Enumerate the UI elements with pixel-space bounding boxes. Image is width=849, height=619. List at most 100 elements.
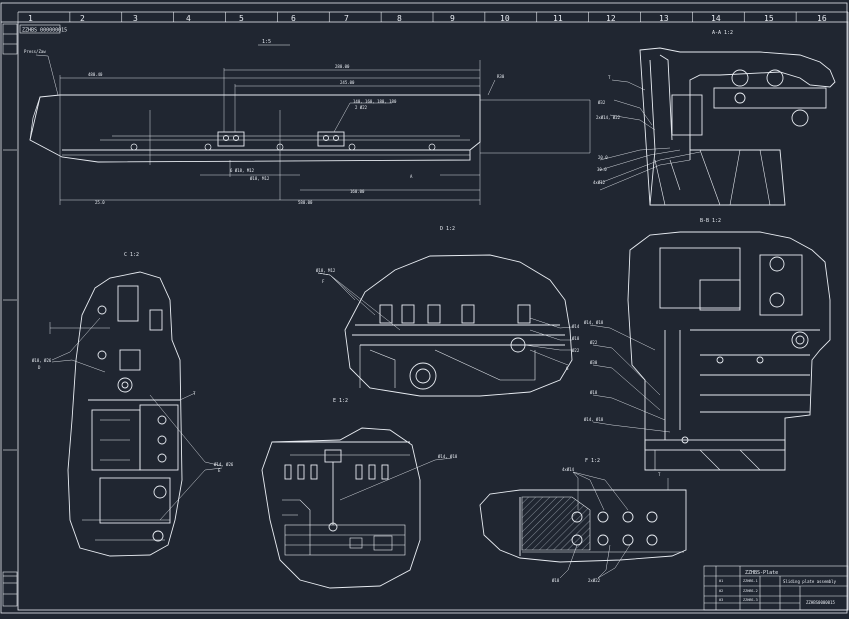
main-view-label: 1:5 (262, 39, 271, 45)
section-right-view: B-B 1:2 (589, 218, 831, 471)
col-7: 7 (344, 14, 349, 23)
section-right-label: B-B 1:2 (700, 218, 721, 224)
col-11: 11 (553, 14, 563, 23)
svg-text:140, 160, 180, 180: 140, 160, 180, 180 (353, 99, 397, 104)
title-block-drawing-no: ZZHBS0000015 (806, 600, 835, 605)
svg-text:D: D (38, 365, 41, 370)
shaft-section (713, 87, 827, 109)
detail-bottom-center-view: E 1:2 (261, 398, 453, 589)
col-6: 6 (291, 14, 296, 23)
col-4: 4 (186, 14, 191, 23)
svg-text:6 Ø18, M12: 6 Ø18, M12 (230, 168, 255, 173)
svg-text:Ø22: Ø22 (572, 348, 580, 353)
title-block (703, 565, 849, 611)
left-margin-blocks (2, 23, 18, 607)
svg-text:A: A (410, 174, 413, 179)
svg-text:T: T (193, 391, 196, 396)
svg-text:Press/Zaw: Press/Zaw (24, 49, 46, 54)
title-block-subtitle: Sliding plate assembly (783, 579, 837, 584)
section-right-text: Ø14, Ø18 Ø22 Ø30 Ø18 Ø14, Ø18 (584, 320, 604, 422)
svg-text:20.0: 20.0 (598, 155, 608, 160)
detail-left-label: C 1:2 (124, 252, 139, 258)
svg-text:Ø14: Ø14 (572, 324, 580, 329)
svg-text:R30: R30 (497, 74, 505, 79)
svg-text:ZZHBS-3: ZZHBS-3 (743, 598, 758, 602)
svg-text:30.0: 30.0 (597, 167, 607, 172)
detail-bottom-right-label: F 1:2 (585, 458, 600, 464)
main-elevation-view: 1:5 (29, 39, 591, 205)
svg-text:Ø14, Ø18: Ø14, Ø18 (438, 454, 458, 459)
svg-text:4xØ14: 4xØ14 (562, 467, 575, 472)
col-12: 12 (606, 14, 616, 23)
svg-text:03: 03 (719, 598, 723, 602)
title-block-title: ZZHBS-Plate (745, 570, 778, 576)
fixing-lug (217, 131, 245, 147)
detail-bottom-right-text: 4xØ14 T Ø18 2xØ22 (552, 467, 661, 583)
detail-bottom-right-view: F 1:2 (479, 458, 687, 579)
svg-text:Ø18: Ø18 (590, 390, 598, 395)
svg-text:E: E (218, 468, 221, 473)
svg-text:F: F (322, 279, 325, 284)
svg-text:Ø18: Ø18 (572, 336, 580, 341)
svg-text:Ø18, M12: Ø18, M12 (316, 268, 336, 273)
col-14: 14 (711, 14, 721, 23)
col-15: 15 (764, 14, 774, 23)
stamp-text: ZZHBS 000000015 (22, 28, 67, 34)
svg-text:Ø18, Ø26: Ø18, Ø26 (32, 358, 52, 363)
col-13: 13 (659, 14, 669, 23)
svg-text:280.00: 280.00 (335, 64, 350, 69)
svg-text:Ø18, M12: Ø18, M12 (250, 176, 270, 181)
detail-center-label: D 1:2 (440, 226, 455, 232)
svg-text:2xØ14, Ø22: 2xØ14, Ø22 (596, 115, 621, 120)
svg-text:02: 02 (719, 589, 723, 593)
detail-center-view: D 1:2 (317, 226, 573, 397)
title-block-text: ZZHBS-Plate Sliding plate assembly ZZHBS… (719, 570, 837, 605)
svg-text:160.00: 160.00 (350, 189, 365, 194)
top-left-stamp: ZZHBS 000000015 (19, 24, 67, 34)
col-16: 16 (817, 14, 827, 23)
svg-text:G: G (566, 366, 569, 371)
svg-text:580.00: 580.00 (298, 200, 313, 205)
detail-center-text: Ø18, M12 F Ø14 Ø18 Ø22 G (316, 268, 580, 371)
detail-bottom-center-text: Ø14, Ø18 (438, 454, 458, 459)
svg-text:T: T (608, 75, 611, 80)
column-labels: 1 2 3 4 5 6 7 8 9 10 11 12 13 14 15 16 (28, 14, 827, 23)
col-10: 10 (500, 14, 510, 23)
main-dimension-text: 480.40 280.00 245.00 140, 160, 180, 180 … (24, 49, 505, 205)
side-section-view: A-A 1:2 (599, 30, 836, 206)
svg-text:ZZHBS-2: ZZHBS-2 (743, 589, 758, 593)
col-2: 2 (80, 14, 85, 23)
svg-text:2 Ø22: 2 Ø22 (355, 105, 368, 110)
column-ticks (17, 12, 849, 22)
svg-text:Ø14, Ø18: Ø14, Ø18 (584, 417, 604, 422)
svg-text:4xØ12: 4xØ12 (593, 180, 606, 185)
col-3: 3 (133, 14, 138, 23)
svg-text:T: T (658, 472, 661, 477)
col-1: 1 (28, 14, 33, 23)
svg-text:Ø14, Ø26: Ø14, Ø26 (214, 462, 234, 467)
detail-bottom-center-label: E 1:2 (333, 398, 348, 404)
svg-text:245.00: 245.00 (340, 80, 355, 85)
side-section-text: T Ø32 2xØ14, Ø22 20.0 30.0 4xØ12 (593, 75, 621, 185)
col-9: 9 (450, 14, 455, 23)
side-section-label: A-A 1:2 (712, 30, 733, 36)
svg-text:Ø30: Ø30 (590, 360, 598, 365)
inner-border (17, 21, 849, 611)
detail-left-text: Ø18, Ø26 D Ø14, Ø26 E T (32, 358, 234, 473)
svg-text:Ø18: Ø18 (552, 578, 560, 583)
svg-text:01: 01 (719, 579, 723, 583)
svg-text:Ø32: Ø32 (598, 100, 606, 105)
col-5: 5 (239, 14, 244, 23)
col-8: 8 (397, 14, 402, 23)
svg-text:2xØ22: 2xØ22 (588, 578, 601, 583)
svg-text:25.0: 25.0 (95, 200, 105, 205)
svg-text:Ø22: Ø22 (590, 340, 598, 345)
fixing-lug (317, 131, 345, 147)
detail-left-view: C 1:2 (49, 252, 223, 557)
plate-body-outline (29, 94, 481, 163)
svg-text:Ø14, Ø18: Ø14, Ø18 (584, 320, 604, 325)
svg-text:ZZHBS-1: ZZHBS-1 (743, 579, 758, 583)
